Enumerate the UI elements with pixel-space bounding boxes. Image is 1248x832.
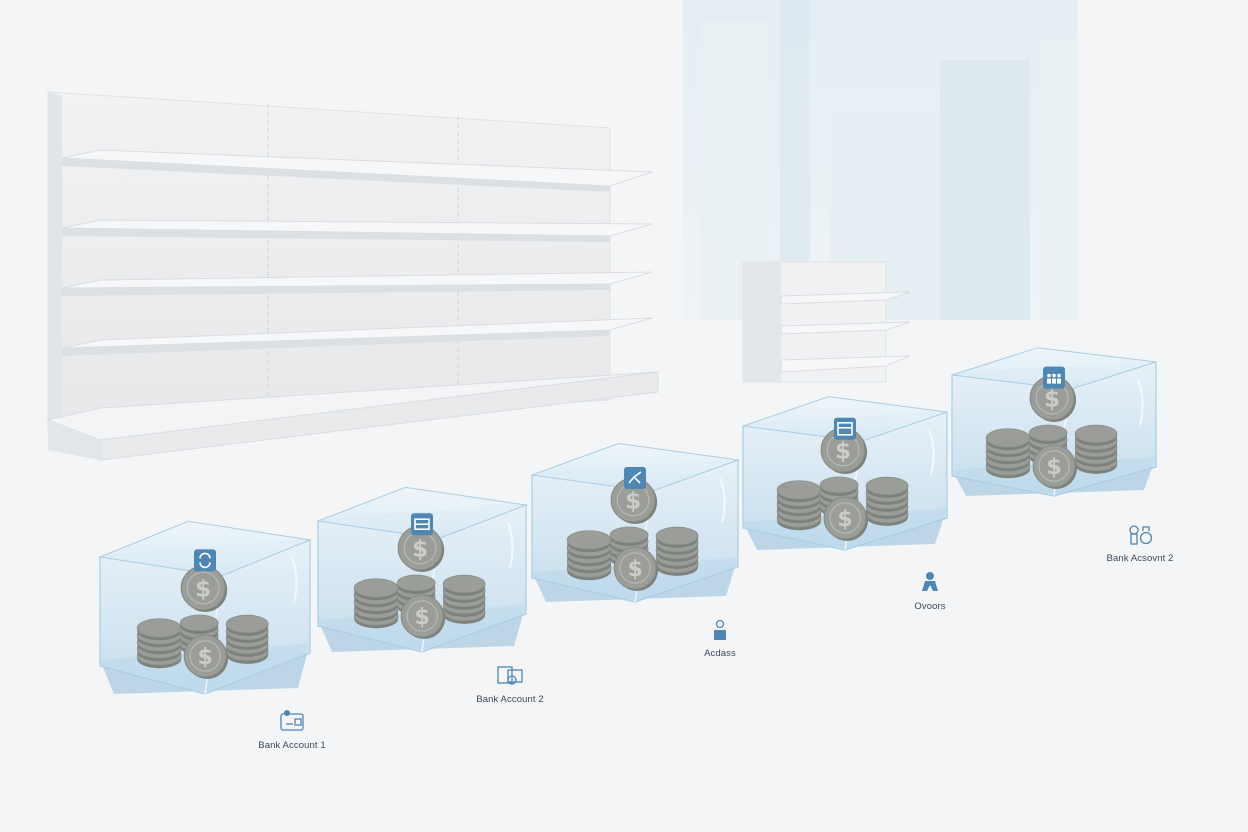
card-icon [411,513,433,536]
box-5: $$ [951,347,1157,545]
window-icon [834,417,856,440]
coin-stack [442,574,486,624]
account-label: Bank Account 1 [258,740,326,751]
coin-stack [136,618,182,669]
svg-text:$: $ [195,576,211,602]
person-icon [922,572,938,591]
svg-text:$: $ [625,488,641,514]
coin-stack [655,526,699,576]
refresh-icon [194,549,216,572]
svg-text:$: $ [835,438,851,464]
box-1: $$ [98,520,312,731]
coin-stack [865,476,909,526]
coin-stack [225,614,269,664]
box-4: $$ [742,396,948,591]
trend-arrow-icon [624,467,646,489]
small-shelving-unit [742,261,911,383]
dollar-coin: $ [1032,444,1078,489]
coin-stack [566,530,612,581]
dollar-coin: $ [183,634,229,679]
account-label: Bank Account 2 [476,694,544,705]
svg-text:$: $ [627,557,642,582]
glass-top [316,486,528,540]
svg-text:$: $ [412,536,428,562]
box-2: $$ [316,486,528,685]
coin-stack [776,480,822,531]
dollar-coin: $ [400,594,446,639]
background-window [683,0,1078,320]
account-label: Ovoors [914,601,946,612]
people-icon [1043,366,1065,389]
svg-text:$: $ [414,605,429,630]
coin-stack [1074,424,1118,474]
key-lock-icon [1129,525,1153,545]
glass-top [98,520,312,577]
svg-text:$: $ [198,645,213,670]
coin-stack [353,578,399,629]
account-label: Bank Acsovnt 2 [1106,553,1174,564]
dollar-coin: $ [823,496,869,541]
account-label: Acdass [704,648,736,659]
svg-text:$: $ [1046,455,1061,480]
svg-text:$: $ [1044,386,1060,412]
shelving-unit [46,91,659,461]
box-3: $$ [531,442,739,640]
documents-icon [497,666,523,685]
dollar-coin: $ [397,525,445,572]
glass-boxes: $$$$$$$$$$ [98,347,1157,731]
coin-stack [985,428,1031,479]
id-card-icon [280,710,304,731]
dollar-coin: $ [180,565,228,612]
user-pin-icon [714,619,726,640]
dollar-coin: $ [610,477,658,524]
svg-text:$: $ [837,507,852,532]
dollar-coin: $ [613,546,659,591]
